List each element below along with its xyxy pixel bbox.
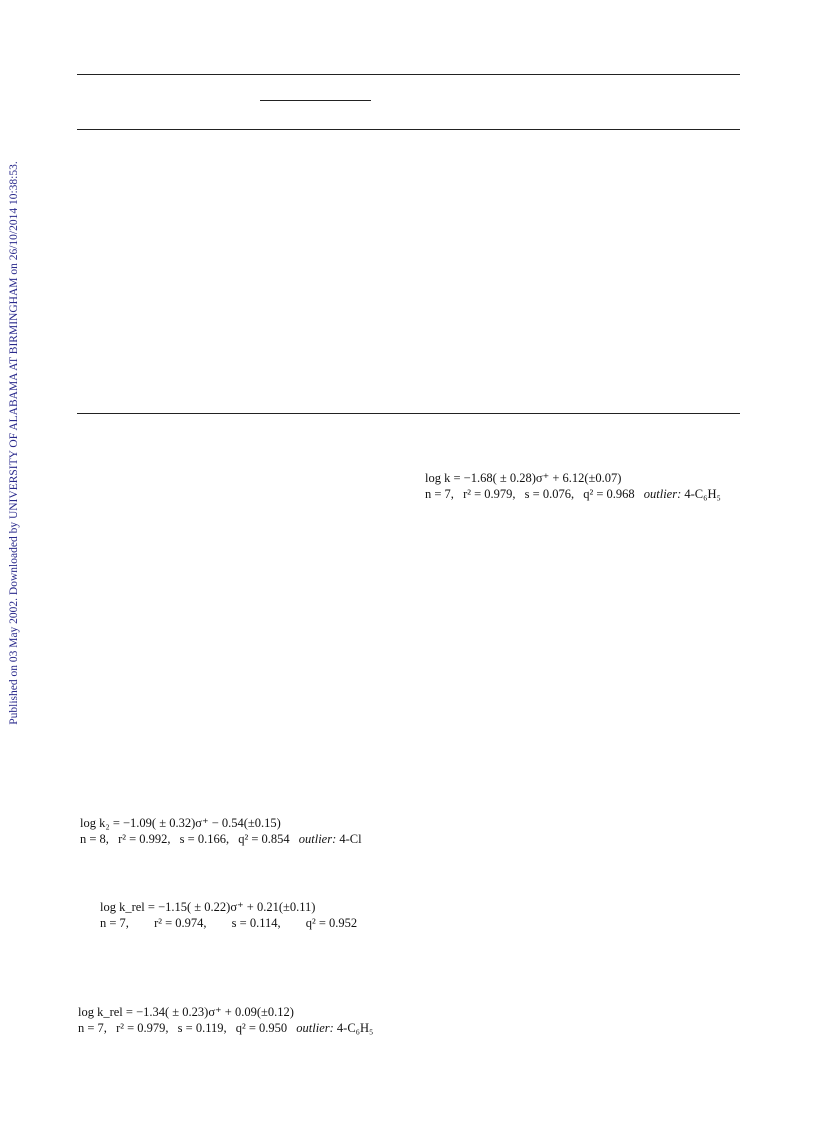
stat-r2: r² = 0.979,	[116, 1021, 169, 1035]
stat-r2: r² = 0.979,	[463, 487, 516, 501]
outlier-value: 4-C₆H₅	[684, 487, 721, 501]
stat-r2: r² = 0.974,	[154, 916, 207, 930]
stat-r2: r² = 0.992,	[118, 832, 171, 846]
equation-log-k2: log k₂ = −1.09( ± 0.32)σ⁺ − 0.54(±0.15) …	[80, 815, 362, 847]
table-top-rule	[77, 74, 740, 75]
stat-s: s = 0.166,	[179, 832, 230, 846]
stat-n: n = 7,	[425, 487, 454, 501]
outlier-label: outlier:	[643, 487, 682, 501]
stat-n: n = 7,	[100, 916, 129, 930]
equation-main-line: log k = −1.68( ± 0.28)σ⁺ + 6.12(±0.07)	[425, 470, 721, 486]
stat-s: s = 0.076,	[524, 487, 575, 501]
equation-log-krel-b: log k_rel = −1.34( ± 0.23)σ⁺ + 0.09(±0.1…	[78, 1004, 373, 1036]
table-bottom-rule	[77, 413, 740, 414]
stat-q2: q² = 0.950	[235, 1021, 288, 1035]
equation-statistics-line: n = 7, r² = 0.979, s = 0.076, q² = 0.968…	[425, 486, 721, 502]
equation-log-krel-a: log k_rel = −1.15( ± 0.22)σ⁺ + 0.21(±0.1…	[100, 899, 357, 931]
equation-statistics-line: n = 8, r² = 0.992, s = 0.166, q² = 0.854…	[80, 831, 362, 847]
equation-expression: log k₂ = −1.09( ± 0.32)σ⁺ − 0.54(±0.15)	[80, 816, 281, 830]
equation-main-line: log k_rel = −1.15( ± 0.22)σ⁺ + 0.21(±0.1…	[100, 899, 357, 915]
stat-q2: q² = 0.952	[305, 916, 358, 930]
download-watermark-text: Published on 03 May 2002. Downloaded by …	[8, 161, 20, 725]
stat-s: s = 0.114,	[231, 916, 281, 930]
stat-n: n = 8,	[80, 832, 109, 846]
equation-expression: log k_rel = −1.15( ± 0.22)σ⁺ + 0.21(±0.1…	[100, 900, 316, 914]
column-header-rule	[260, 100, 371, 101]
equation-main-line: log k_rel = −1.34( ± 0.23)σ⁺ + 0.09(±0.1…	[78, 1004, 373, 1020]
equation-expression: log k = −1.68( ± 0.28)σ⁺ + 6.12(±0.07)	[425, 471, 622, 485]
outlier-label: outlier:	[298, 832, 337, 846]
stat-q2: q² = 0.968	[583, 487, 635, 501]
stat-q2: q² = 0.854	[238, 832, 290, 846]
outlier-value: 4-C₆H₅	[336, 1021, 374, 1035]
equation-statistics-line: n = 7, r² = 0.974, s = 0.114, q² = 0.952	[100, 915, 357, 931]
stat-s: s = 0.119,	[177, 1021, 227, 1035]
outlier-label: outlier:	[296, 1021, 334, 1035]
equation-statistics-line: n = 7, r² = 0.979, s = 0.119, q² = 0.950…	[78, 1020, 373, 1036]
equation-main-line: log k₂ = −1.09( ± 0.32)σ⁺ − 0.54(±0.15)	[80, 815, 362, 831]
stat-n: n = 7,	[78, 1021, 107, 1035]
equation-log-k: log k = −1.68( ± 0.28)σ⁺ + 6.12(±0.07) n…	[425, 470, 721, 502]
download-watermark: Published on 03 May 2002. Downloaded by …	[4, 161, 24, 725]
table-header-rule	[77, 129, 740, 130]
equation-expression: log k_rel = −1.34( ± 0.23)σ⁺ + 0.09(±0.1…	[78, 1005, 294, 1019]
outlier-value: 4-Cl	[339, 832, 362, 846]
